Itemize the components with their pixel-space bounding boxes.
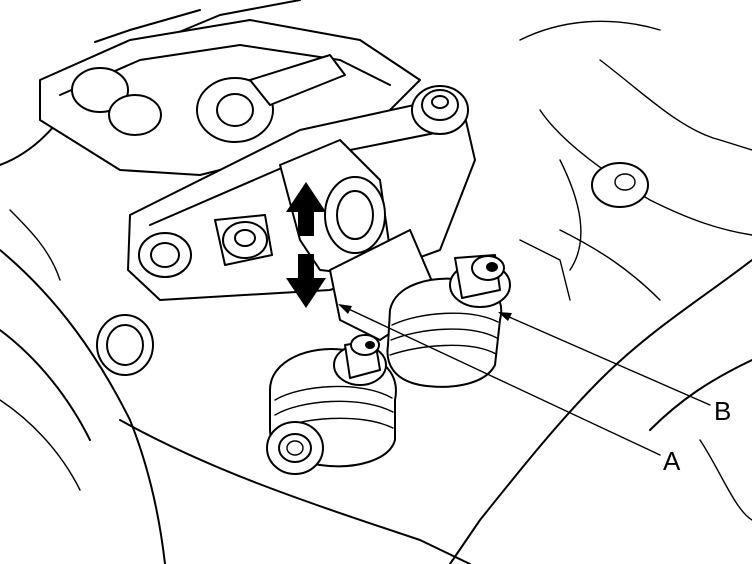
valve-spring-assembly-b	[386, 254, 511, 388]
leader-line-b	[499, 312, 711, 406]
flange-bolt-center	[214, 214, 273, 266]
leader-line-a	[339, 304, 661, 456]
flange-bolt-top-right	[411, 85, 469, 135]
cylinder-head-right	[519, 159, 649, 301]
callout-label-a: A	[663, 446, 681, 476]
bolt-hole-lower-left	[96, 314, 154, 376]
double-arrow-vertical-icon	[286, 182, 326, 308]
leader-arrow-b	[498, 312, 512, 321]
block-bolt-hole	[266, 421, 324, 475]
callout-label-b: B	[714, 396, 731, 426]
leader-arrow-a	[338, 304, 352, 314]
